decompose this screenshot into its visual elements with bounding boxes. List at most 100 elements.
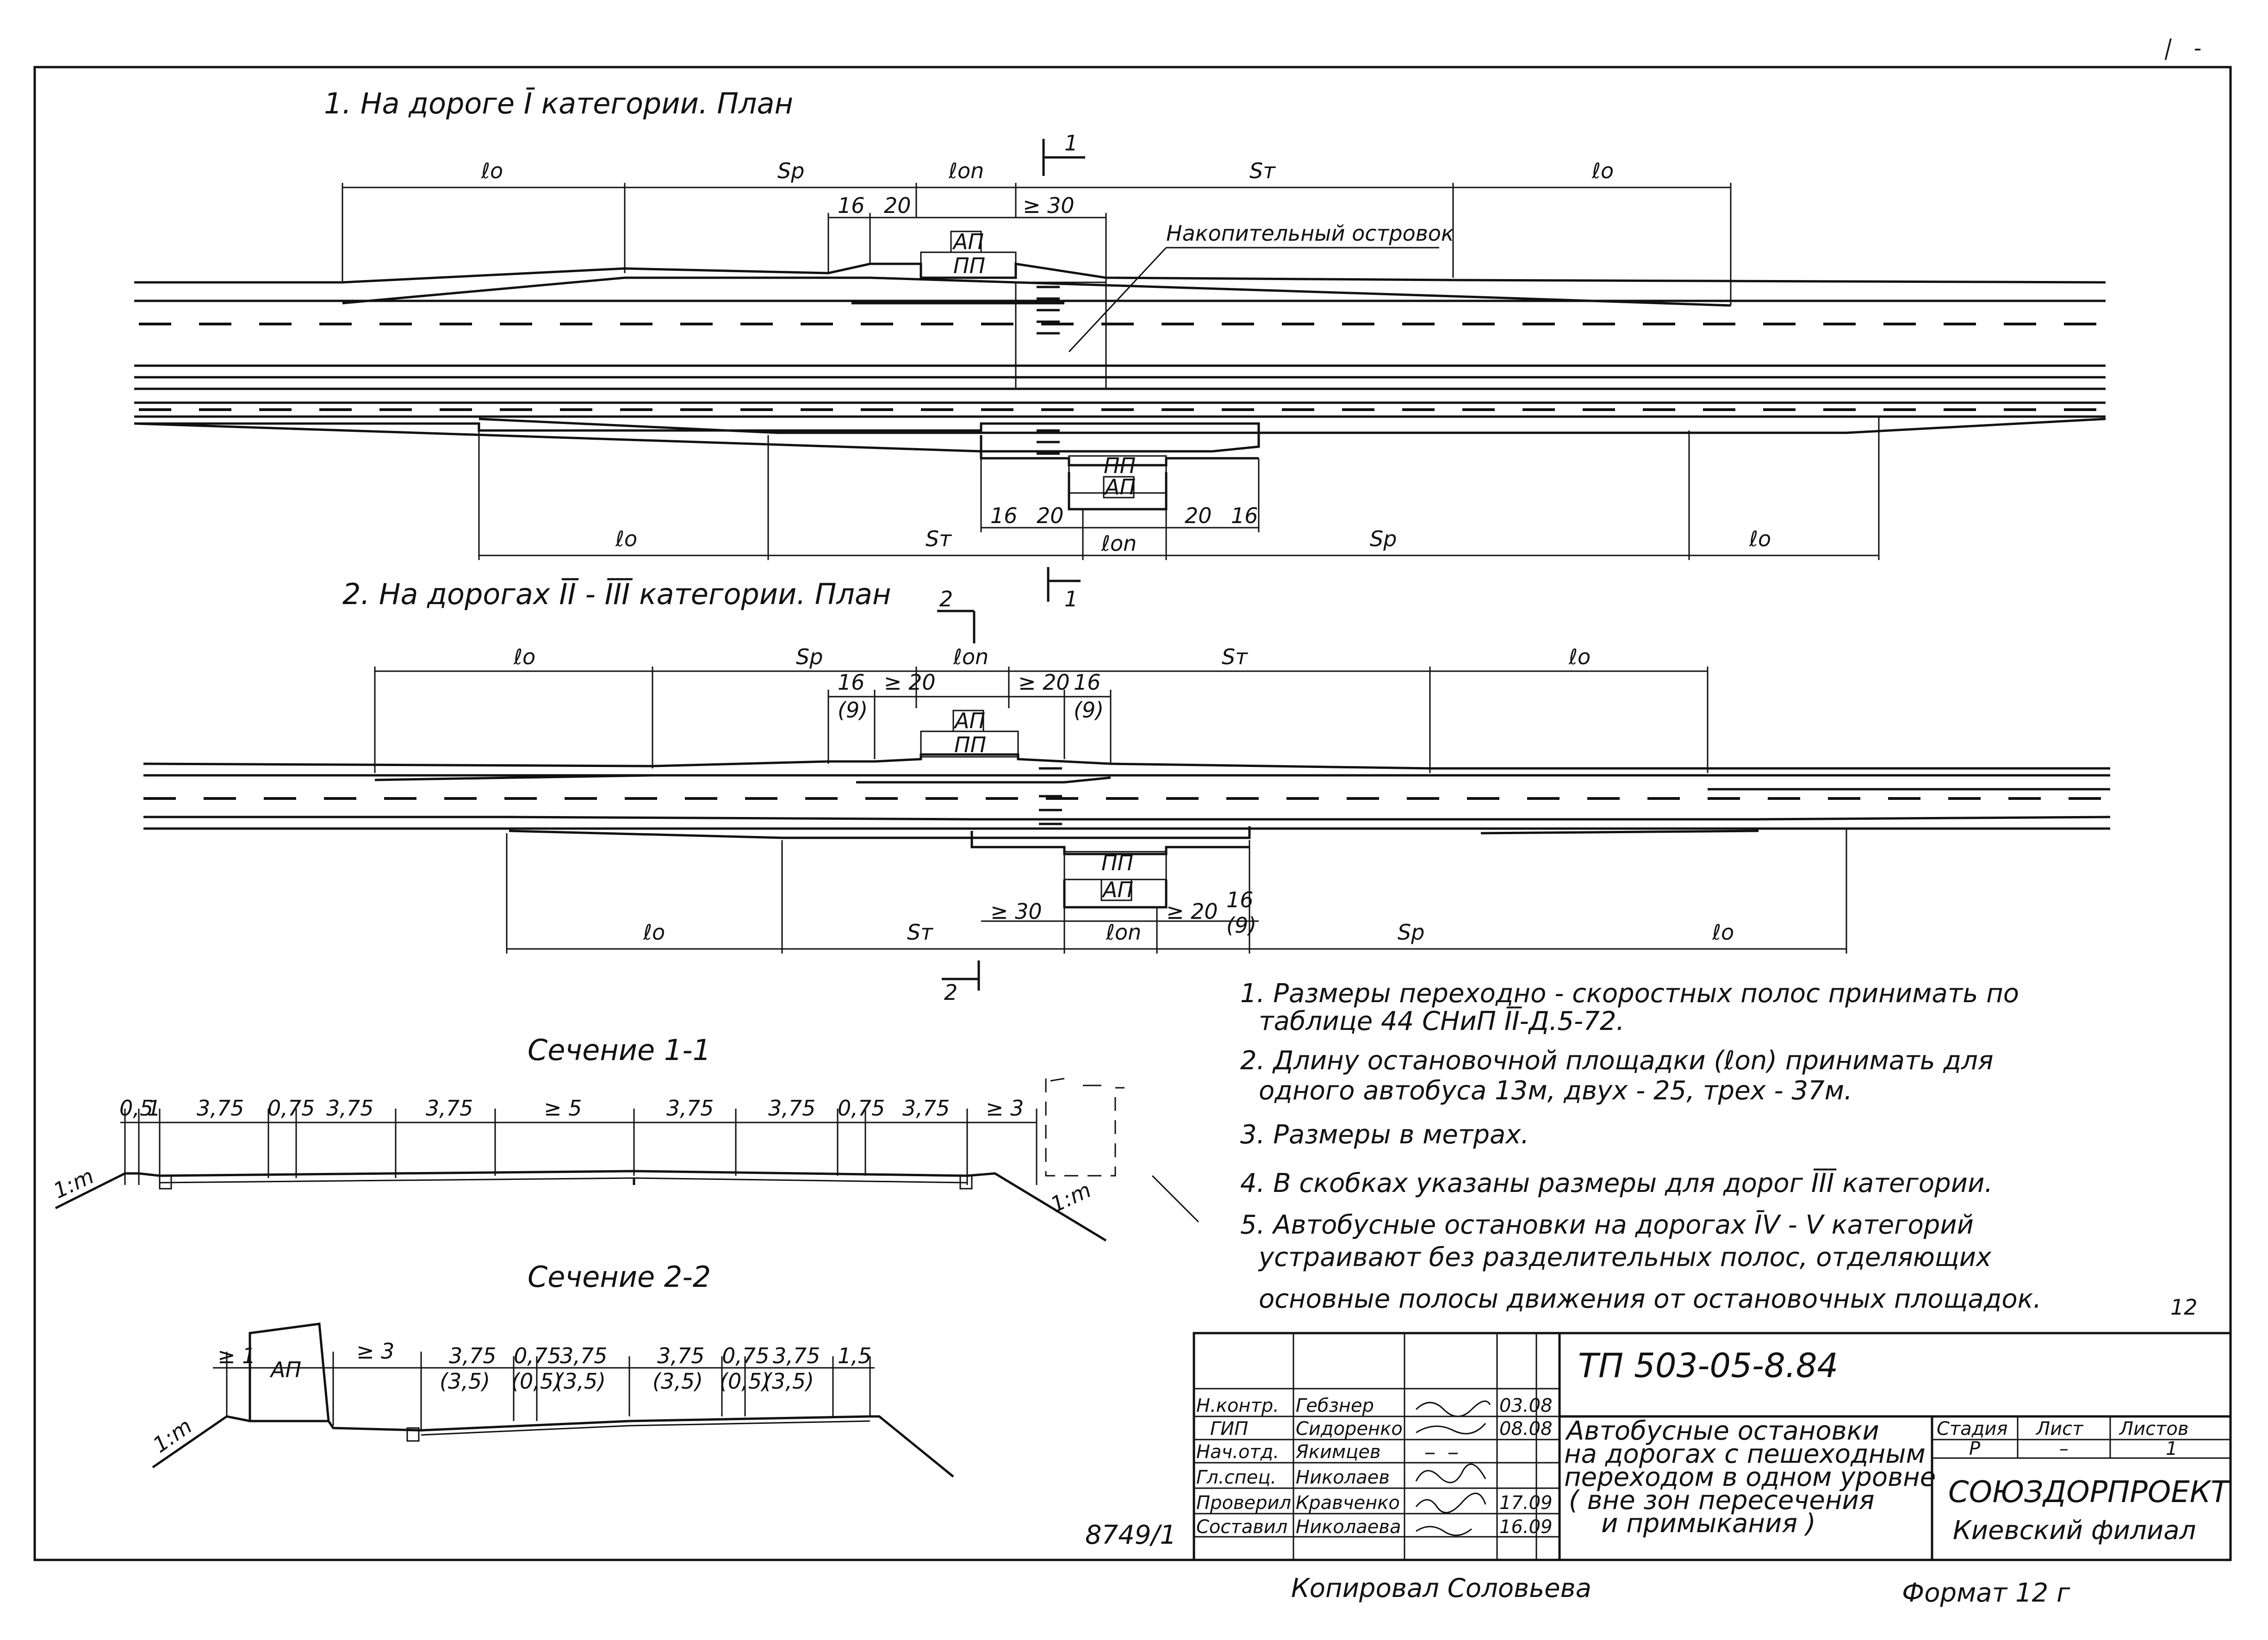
svg-text:ℓo: ℓo	[1712, 920, 1734, 945]
stamp-name-0: Гебзнер	[1296, 1395, 1374, 1416]
svg-text:16: 16	[990, 503, 1018, 528]
stamp-sheets: 1	[2166, 1438, 2177, 1459]
stamp-date-1: 08.08	[1499, 1418, 1553, 1440]
plan-1-dim-lo-right: ℓo	[1591, 158, 1614, 183]
stamp-title-2: переходом в одном уровне	[1564, 1462, 1936, 1492]
section-2-slope: 1:m	[148, 1413, 196, 1458]
title-block: Н.контр. ГИП Нач.отд. Гл.спец. Проверил …	[1193, 1332, 2232, 1561]
stamp-stage-header: Стадия	[1937, 1418, 2007, 1440]
svg-text:3,75: 3,75	[197, 1096, 244, 1121]
stamp-role-1: ГИП	[1210, 1418, 1248, 1440]
stamp-title-0: Автобусные остановки	[1565, 1416, 1879, 1446]
note-1b: таблице 44 СНиП ĪĪ-Д.5-72.	[1259, 1006, 1624, 1036]
stamp-date-0: 03.08	[1499, 1395, 1553, 1416]
svg-text:ПП: ПП	[953, 253, 985, 278]
note-5c: основные полосы движения от остановочных…	[1259, 1284, 2041, 1314]
svg-text:3,75: 3,75	[768, 1096, 815, 1121]
svg-text:≥ 3: ≥ 3	[356, 1339, 394, 1364]
plan-1-small-16: 16	[838, 193, 865, 218]
svg-text:1,5: 1,5	[838, 1343, 871, 1368]
svg-text:16: 16	[1231, 503, 1258, 528]
stamp-title-4: и примыкания )	[1601, 1509, 1816, 1539]
section-1-title: Сечение 1-1	[528, 1033, 711, 1067]
sheet-corner-mark: ⎸ -	[2164, 36, 2201, 61]
svg-text:(0,5): (0,5)	[511, 1369, 562, 1394]
svg-text:3,75: 3,75	[657, 1343, 704, 1368]
plan-1-bottom-lo-right: ℓo	[1749, 526, 1771, 551]
note-4: 4. В скобках указаны размеры для дорог Ī…	[1240, 1168, 1993, 1198]
stamp-date-5: 16.09	[1499, 1516, 1553, 1538]
svg-text:ПП: ПП	[1104, 453, 1136, 478]
section-2-title: Сечение 2-2	[528, 1260, 711, 1294]
svg-text:Sр: Sр	[1398, 920, 1424, 945]
svg-text:АП: АП	[1101, 877, 1133, 902]
svg-text:(3,5): (3,5)	[440, 1369, 490, 1394]
svg-text:ПП: ПП	[954, 732, 986, 757]
plan-1-section-mark-bottom: 1	[1064, 586, 1078, 611]
svg-text:(3,5): (3,5)	[764, 1369, 814, 1394]
note-3: 3. Размеры в метрах.	[1240, 1120, 1529, 1150]
plan-1-crosswalk	[1037, 286, 1060, 455]
plan-2-title: 2. На дорогах ĪĪ - ĪĪĪ категории. План	[342, 577, 891, 611]
page-mark: 12	[2170, 1295, 2198, 1320]
note-2a: 2. Длину остановочной площадки (ℓon) при…	[1240, 1046, 1994, 1076]
svg-text:(3,5): (3,5)	[652, 1369, 703, 1394]
stamp-name-4: Кравченко	[1296, 1492, 1400, 1514]
stamp-code: ТП 503-05-8.84	[1578, 1346, 1838, 1385]
svg-text:(9): (9)	[1074, 698, 1104, 723]
svg-text:16: 16	[838, 670, 865, 695]
stamp-org: СОЮЗДОРПРОЕКТ	[1948, 1475, 2231, 1509]
stamp-sheets-header: Листов	[2119, 1418, 2188, 1440]
stamp-role-0: Н.контр.	[1196, 1395, 1279, 1416]
section-2-2: Сечение 2-2 ≥ 1 ≥ 3 3,75 0,75 3,75 3,75 …	[148, 1260, 954, 1478]
svg-text:3,75: 3,75	[560, 1343, 607, 1368]
stamp-role-5: Составил	[1196, 1516, 1287, 1538]
plan-1: 1. На дороге Ī категории. План ℓo Sр ℓon…	[134, 87, 2106, 611]
svg-text:2: 2	[944, 980, 957, 1005]
svg-text:(9): (9)	[1226, 913, 1256, 938]
stamp-role-3: Гл.спец.	[1196, 1467, 1276, 1488]
stamp-role-4: Проверил	[1196, 1492, 1291, 1514]
copied-by: Копировал Соловьева	[1291, 1573, 1591, 1603]
svg-text:≥ 5: ≥ 5	[544, 1096, 582, 1121]
svg-text:3,75: 3,75	[426, 1096, 473, 1121]
plan-1-bottom-st: Sт	[926, 526, 952, 551]
plan-1-bottom-lon: ℓon	[1101, 531, 1137, 556]
inv-number: 8749/1	[1085, 1520, 1176, 1550]
format-label: Формат 12 г	[1902, 1578, 2070, 1608]
plan-1-section-mark-top: 1	[1064, 131, 1078, 156]
svg-text:Sт: Sт	[1222, 644, 1248, 669]
svg-text:20: 20	[1185, 503, 1212, 528]
plan-1-title: 1. На дороге Ī категории. План	[324, 87, 793, 120]
plan-1-bottom-sp: Sр	[1370, 526, 1397, 551]
stamp-role-2: Нач.отд.	[1196, 1441, 1279, 1463]
plan-2: 2. На дорогах ĪĪ - ĪĪĪ категории. План ℓ…	[143, 577, 2111, 1005]
svg-text:ℓo: ℓo	[643, 920, 665, 945]
stamp-sheet: –	[2059, 1438, 2069, 1459]
svg-text:АП: АП	[953, 708, 985, 733]
plan-1-dim-lo-left: ℓo	[481, 158, 503, 183]
svg-text:Sр: Sр	[796, 644, 823, 669]
section-1-1: Сечение 1-1 0,5 1 3,75 0,75 3,75 3,75 ≥ …	[50, 1033, 1199, 1242]
svg-text:≥ 20: ≥ 20	[1166, 899, 1218, 924]
svg-text:ПП: ПП	[1101, 850, 1133, 875]
section-2-ap: АП	[269, 1357, 301, 1382]
note-2b: одного автобуса 13м, двух - 25, трех - 3…	[1259, 1076, 1852, 1106]
svg-text:3,75: 3,75	[902, 1096, 950, 1121]
svg-text:0,75: 0,75	[267, 1096, 315, 1121]
svg-text:3,75: 3,75	[326, 1096, 373, 1121]
svg-text:0,75: 0,75	[514, 1343, 561, 1368]
stamp-name-1: Сидоренко	[1296, 1418, 1403, 1440]
svg-text:3,75: 3,75	[773, 1343, 820, 1368]
svg-text:≥ 20: ≥ 20	[884, 670, 936, 695]
stamp-signatures	[1415, 1400, 1491, 1536]
section-1-slope-left: 1:m	[50, 1163, 98, 1203]
plan-1-dim-st: Sт	[1249, 158, 1276, 183]
note-5b: устраивают без разделительных полос, отд…	[1258, 1242, 1992, 1272]
svg-text:0,75: 0,75	[722, 1343, 769, 1368]
svg-text:(9): (9)	[838, 698, 868, 723]
svg-text:АП: АП	[1104, 474, 1136, 499]
stamp-name-3: Николаев	[1296, 1467, 1390, 1488]
plan-1-small-20: 20	[884, 193, 911, 218]
